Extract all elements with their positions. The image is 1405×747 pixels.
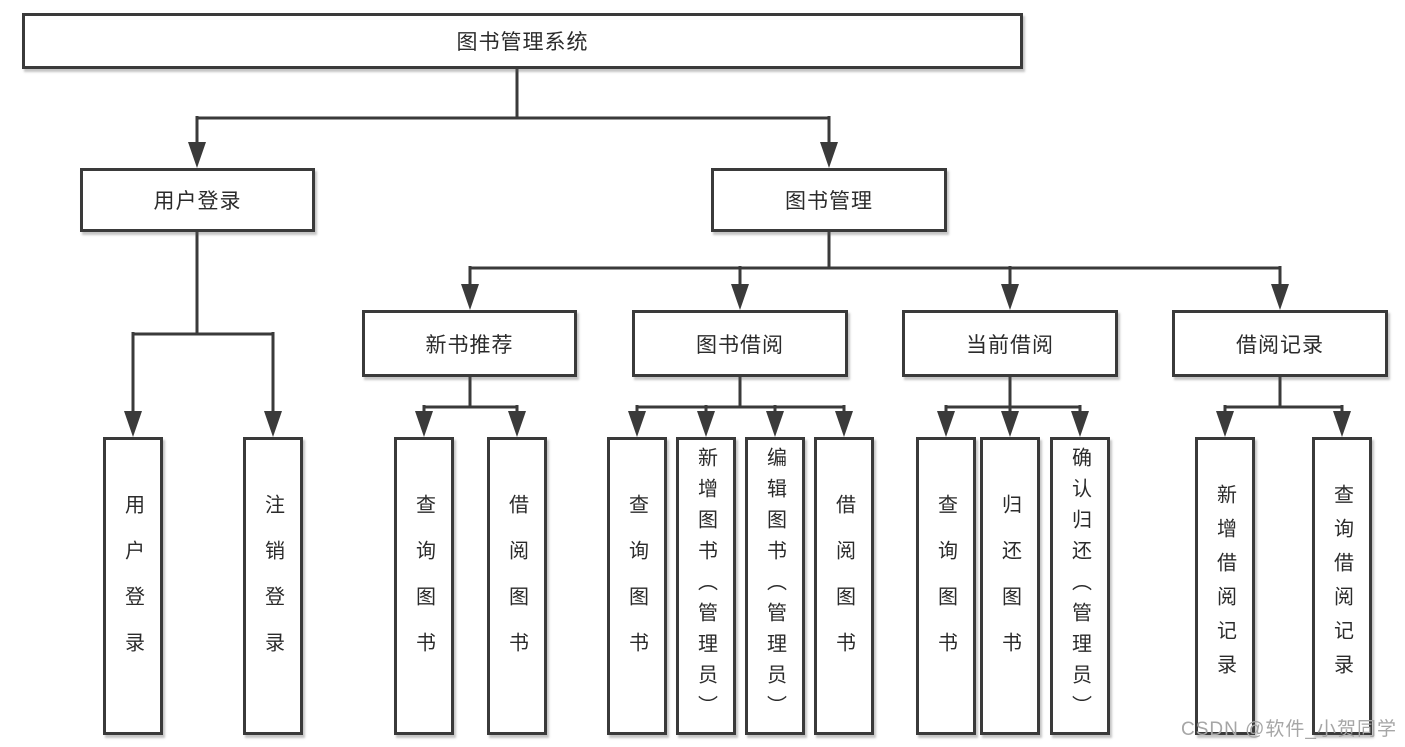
csdn-watermark: CSDN @软件_小贺同学	[1181, 719, 1397, 740]
node-current-borrowing: 当前借阅	[902, 310, 1118, 377]
node-library-management-system: 图书管理系统	[22, 13, 1023, 69]
node-leaf-borrowing-query-books: 查询图书	[607, 437, 667, 735]
node-leaf-current-return-books: 归还图书	[980, 437, 1040, 735]
node-new-book-recommend: 新书推荐	[362, 310, 577, 377]
node-user-login: 用户登录	[80, 168, 315, 232]
node-leaf-current-query-books: 查询图书	[916, 437, 976, 735]
node-leaf-borrowing-edit-books-admin: 编辑图书（管理员）	[745, 437, 805, 735]
node-book-management: 图书管理	[711, 168, 947, 232]
node-borrowing-records: 借阅记录	[1172, 310, 1388, 377]
node-book-borrowing: 图书借阅	[632, 310, 848, 377]
node-leaf-current-confirm-return-admin: 确认归还（管理员）	[1050, 437, 1110, 735]
node-leaf-borrowing-add-books-admin: 新增图书（管理员）	[676, 437, 736, 735]
node-leaf-recommend-query-books: 查询图书	[394, 437, 454, 735]
node-leaf-borrowing-borrow-books: 借阅图书	[814, 437, 874, 735]
node-leaf-recommend-borrow-books: 借阅图书	[487, 437, 547, 735]
node-leaf-records-add-borrow-record: 新增借阅记录	[1195, 437, 1255, 735]
node-leaf-records-query-borrow-record: 查询借阅记录	[1312, 437, 1372, 735]
node-leaf-user-login: 用户登录	[103, 437, 163, 735]
node-leaf-logout: 注销登录	[243, 437, 303, 735]
